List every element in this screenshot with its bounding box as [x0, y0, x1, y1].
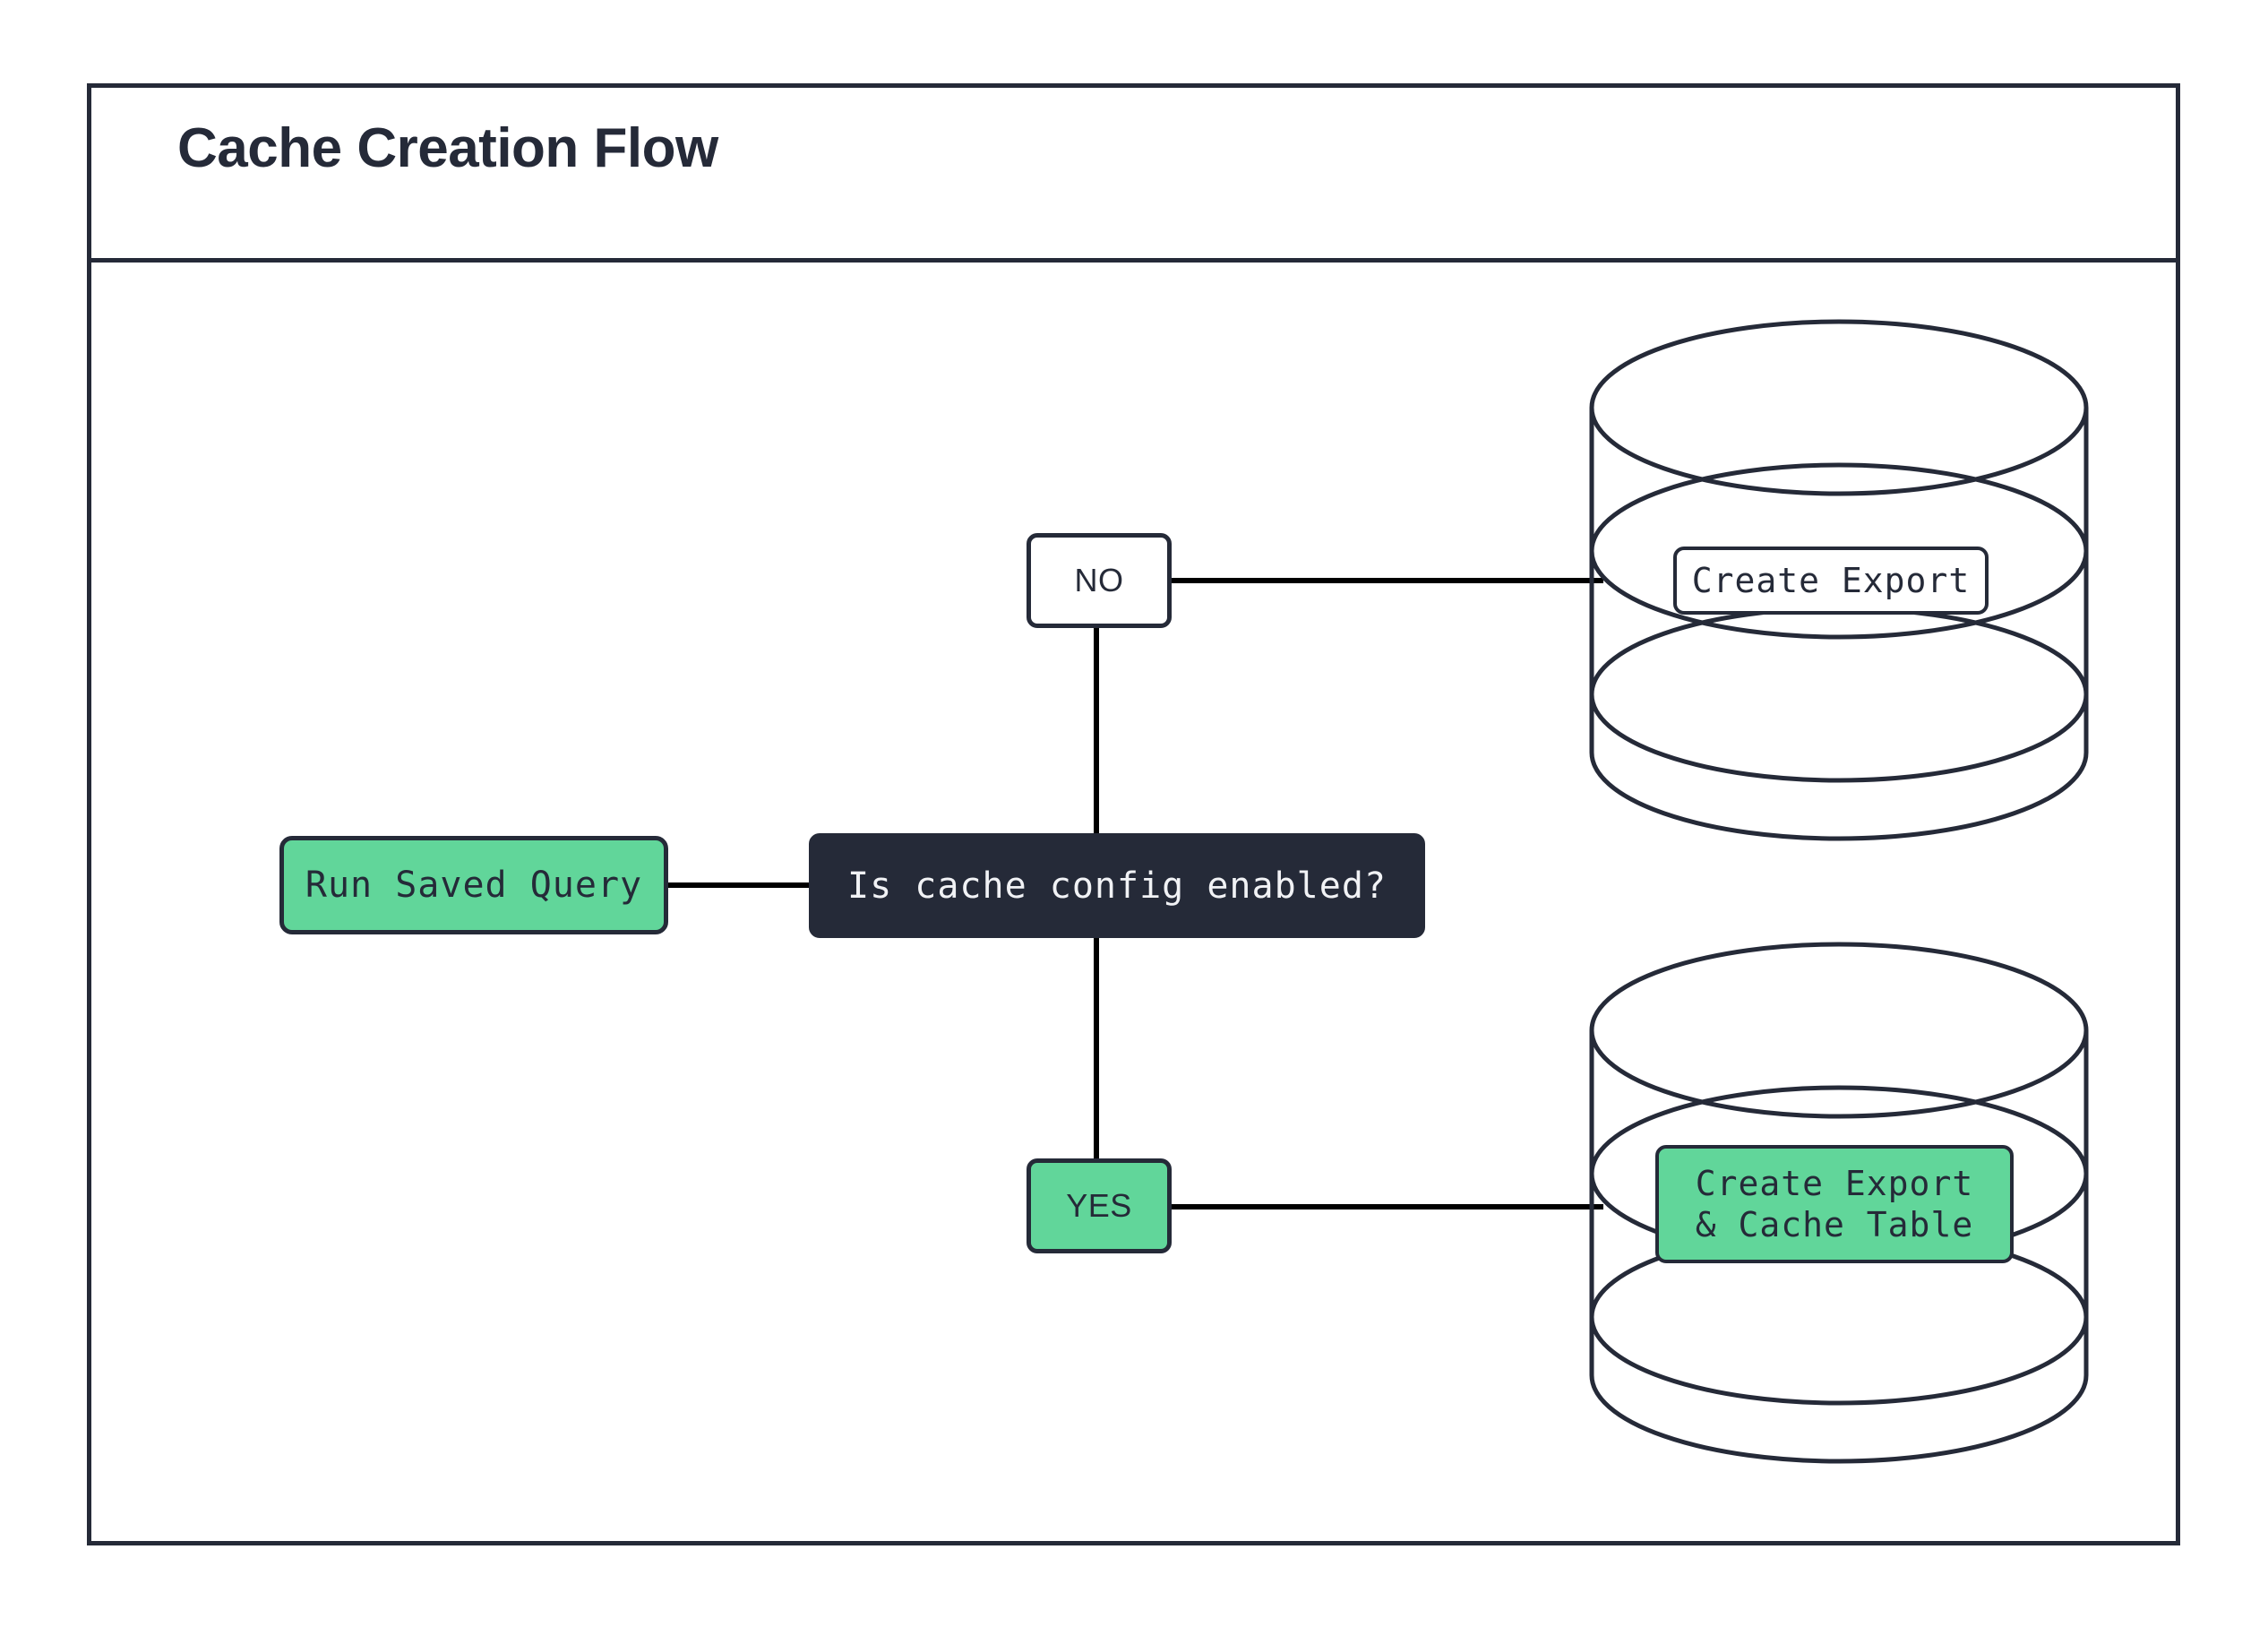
node-run-saved-query[interactable]: Run Saved Query	[279, 836, 668, 934]
node-branch-no[interactable]: NO	[1027, 533, 1172, 628]
node-database-bottom-label[interactable]: Create Export & Cache Table	[1655, 1145, 2014, 1263]
node-decision-is-cache-config-enabled[interactable]: Is cache config enabled?	[809, 833, 1425, 938]
page-title: Cache Creation Flow	[177, 117, 718, 179]
node-branch-yes[interactable]: YES	[1027, 1158, 1172, 1253]
diagram-frame	[87, 83, 2180, 1545]
node-database-top-label[interactable]: Create Export	[1673, 547, 1989, 615]
